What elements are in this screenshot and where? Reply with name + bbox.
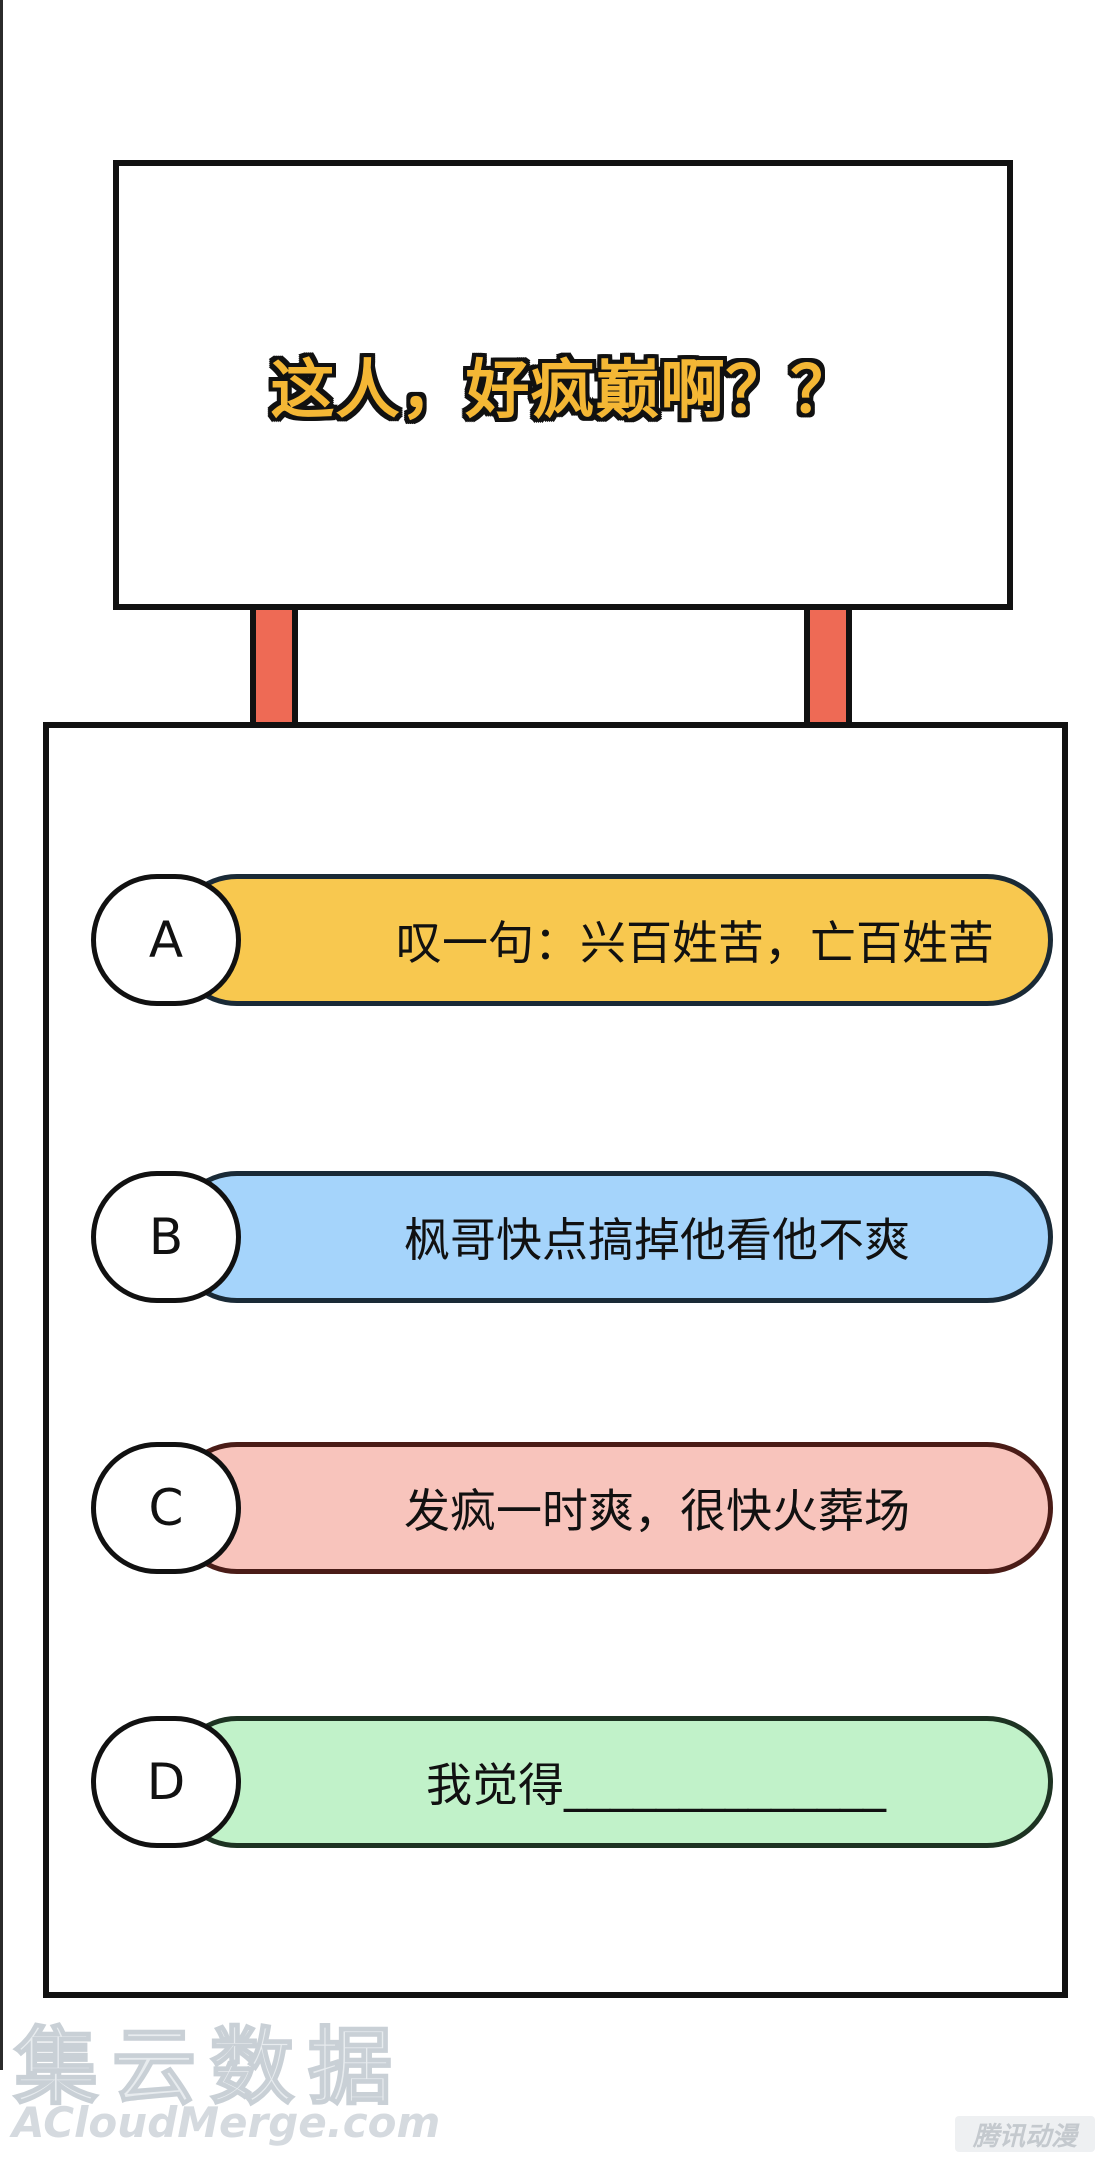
option-c-badge[interactable]: C [91,1442,241,1574]
title-sign-board: 这人，好疯巅啊？？ [113,160,1013,610]
option-a-text: 叹一句：兴百姓苦，亡百姓苦 [396,916,994,970]
option-d[interactable]: 我觉得______________ D [91,1716,1053,1848]
option-b-letter: B [148,1208,184,1266]
option-c[interactable]: 发疯一时爽，很快火葬场 C [91,1442,1053,1574]
option-d-text: 我觉得______________ [426,1758,886,1812]
option-c-bar[interactable]: 发疯一时爽，很快火葬场 [171,1442,1053,1574]
option-c-letter: C [148,1479,184,1537]
option-b-bar[interactable]: 枫哥快点搞掉他看他不爽 [171,1171,1053,1303]
option-a-badge[interactable]: A [91,874,241,1006]
sign-post-right [804,610,852,728]
option-d-letter: D [146,1753,186,1811]
left-edge-rule [0,0,3,2070]
option-b[interactable]: 枫哥快点搞掉他看他不爽 B [91,1171,1053,1303]
watermark-left: 集云数据 ACloudMerge.com [10,2000,480,2150]
option-d-badge[interactable]: D [91,1716,241,1848]
options-panel: 叹一句：兴百姓苦，亡百姓苦 A 枫哥快点搞掉他看他不爽 B 发疯一时爽，很快火葬… [43,722,1068,1998]
option-b-badge[interactable]: B [91,1171,241,1303]
question-title: 这人，好疯巅啊？？ [270,354,856,428]
watermark-logo-cn: 集云数据 [13,2017,407,2117]
watermark-right-logo: 腾讯动漫 [972,2121,1077,2152]
option-a-bar[interactable]: 叹一句：兴百姓苦，亡百姓苦 [171,874,1053,1006]
option-b-text: 枫哥快点搞掉他看他不爽 [404,1213,910,1267]
option-c-text: 发疯一时爽，很快火葬场 [404,1484,910,1538]
option-a-letter: A [148,911,184,969]
watermark-logo-en: ACloudMerge.com [12,2098,441,2147]
sign-post-left [250,610,298,728]
watermark-right: 腾讯动漫 [955,2116,1095,2152]
option-d-bar[interactable]: 我觉得______________ [171,1716,1053,1848]
option-a[interactable]: 叹一句：兴百姓苦，亡百姓苦 A [91,874,1053,1006]
